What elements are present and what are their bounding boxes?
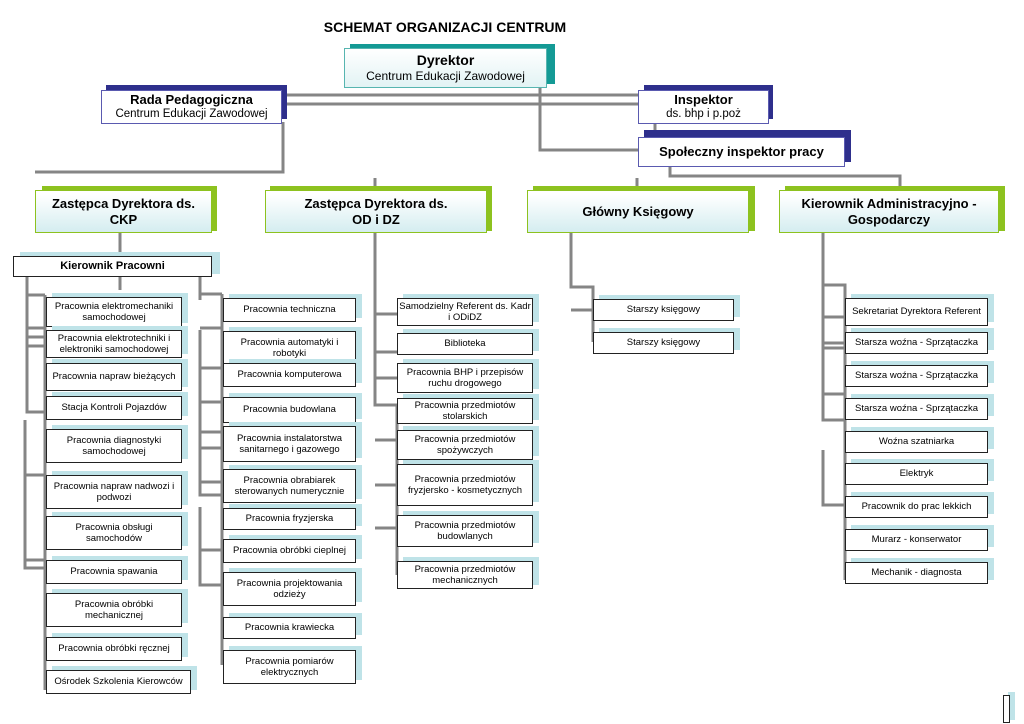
admin-col-unit-box[interactable]: Mechanik - diagnosta	[845, 562, 988, 584]
od-col-unit-box[interactable]: Pracownia przedmiotów budowlanych	[397, 515, 533, 547]
inspektor-box[interactable]: Inspektor ds. bhp i p.poż	[638, 90, 769, 124]
od-col-unit-box[interactable]: Pracownia BHP i przepisów ruchu drogoweg…	[397, 363, 533, 393]
chart-title: SCHEMAT ORGANIZACJI CENTRUM	[323, 19, 567, 35]
kierownik-admin-box[interactable]: Kierownik Administracyjno - Gospodarczy	[779, 190, 999, 233]
deputy-od-box[interactable]: Zastępca Dyrektora ds. OD i DZ	[265, 190, 487, 233]
deputy-ckp-line1: Zastępca Dyrektora ds.	[51, 195, 196, 211]
ckp-col2-unit-box[interactable]: Pracownia techniczna	[223, 298, 356, 322]
inspektor-subtitle: ds. bhp i p.poż	[666, 107, 741, 120]
admin-col-unit-box[interactable]: Pracownik do prac lekkich	[845, 496, 988, 518]
ckp-col2-unit-box[interactable]: Pracownia obrabiarek sterowanych numeryc…	[223, 469, 356, 503]
ckp-col1-unit-box[interactable]: Pracownia napraw nadwozi i podwozi	[46, 475, 182, 509]
admin-col-unit-box[interactable]: Woźna szatniarka	[845, 431, 988, 453]
ckp-col1-unit-box[interactable]: Pracownia elektromechaniki samochodowej	[46, 297, 182, 327]
ckp-col2-unit-box[interactable]: Pracownia fryzjerska	[223, 508, 356, 530]
admin-col-unit-box[interactable]: Murarz - konserwator	[845, 529, 988, 551]
ckp-col1-unit-box[interactable]: Pracownia obróbki ręcznej	[46, 637, 182, 661]
admin-line2: Gospodarczy	[847, 211, 931, 227]
ckp-col1-unit-box[interactable]: Pracownia obsługi samochodów	[46, 516, 182, 550]
director-box[interactable]: Dyrektor Centrum Edukacji Zawodowej	[344, 48, 547, 88]
ckp-col2-unit-box[interactable]: Pracownia budowlana	[223, 397, 356, 423]
admin-col-unit-box[interactable]: Starsza woźna - Sprzątaczka	[845, 332, 988, 354]
ckp-col1-unit-box[interactable]: Ośrodek Szkolenia Kierowców	[46, 670, 191, 694]
director-title: Dyrektor	[416, 52, 475, 69]
deputy-ckp-line2: CKP	[109, 211, 138, 227]
od-col-unit-box[interactable]: Samodzielny Referent ds. Kadr i ODiDZ	[397, 298, 533, 326]
kierownik-pracowni-box[interactable]: Kierownik Pracowni	[13, 256, 212, 277]
ksiegowy-line1: Główny Księgowy	[582, 203, 694, 219]
stray-box	[1003, 695, 1010, 723]
glowny-ksiegowy-box[interactable]: Główny Księgowy	[527, 190, 749, 233]
spoleczny-inspektor-box[interactable]: Społeczny inspektor pracy	[638, 137, 845, 167]
rada-title: Rada Pedagogiczna	[130, 92, 253, 108]
ckp-col1-unit-box[interactable]: Pracownia diagnostyki samochodowej	[46, 429, 182, 463]
ksiegowy-col-unit-box[interactable]: Starszy księgowy	[593, 332, 734, 354]
od-col-unit-box[interactable]: Pracownia przedmiotów fryzjersko - kosme…	[397, 464, 533, 506]
ckp-col2-unit-box[interactable]: Pracownia obróbki cieplnej	[223, 539, 356, 563]
od-col-unit-box[interactable]: Pracownia przedmiotów mechanicznych	[397, 561, 533, 589]
admin-col-unit-box[interactable]: Starsza woźna - Sprzątaczka	[845, 365, 988, 387]
admin-col-unit-box[interactable]: Elektryk	[845, 463, 988, 485]
inspektor-title: Inspektor	[674, 92, 733, 108]
deputy-ckp-box[interactable]: Zastępca Dyrektora ds. CKP	[35, 190, 212, 233]
admin-col-unit-box[interactable]: Sekretariat Dyrektora Referent	[845, 298, 988, 326]
od-col-unit-box[interactable]: Biblioteka	[397, 333, 533, 355]
ckp-col2-unit-box[interactable]: Pracownia instalatorstwa sanitarnego i g…	[223, 426, 356, 462]
ckp-col2-unit-box[interactable]: Pracownia pomiarów elektrycznych	[223, 650, 356, 684]
ckp-col1-unit-box[interactable]: Pracownia napraw bieżących	[46, 363, 182, 391]
od-col-unit-box[interactable]: Pracownia przedmiotów stolarskich	[397, 398, 533, 424]
ksiegowy-col-unit-box[interactable]: Starszy księgowy	[593, 299, 734, 321]
admin-line1: Kierownik Administracyjno -	[801, 195, 977, 211]
deputy-od-line1: Zastępca Dyrektora ds.	[304, 195, 448, 211]
stray-shadow	[1008, 692, 1015, 720]
ckp-col2-unit-box[interactable]: Pracownia projektowania odzieży	[223, 572, 356, 606]
spoleczny-title: Społeczny inspektor pracy	[659, 144, 824, 160]
ckp-col1-unit-box[interactable]: Pracownia obróbki mechanicznej	[46, 593, 182, 627]
ckp-col1-unit-box[interactable]: Pracownia spawania	[46, 560, 182, 584]
ckp-col2-unit-box[interactable]: Pracownia komputerowa	[223, 363, 356, 387]
ckp-col1-unit-box[interactable]: Pracownia elektrotechniki i elektroniki …	[46, 330, 182, 358]
rada-pedagogiczna-box[interactable]: Rada Pedagogiczna Centrum Edukacji Zawod…	[101, 90, 282, 124]
ckp-col2-unit-box[interactable]: Pracownia krawiecka	[223, 617, 356, 639]
ckp-col1-unit-box[interactable]: Stacja Kontroli Pojazdów	[46, 396, 182, 420]
deputy-od-line2: OD i DZ	[352, 211, 400, 227]
director-subtitle: Centrum Edukacji Zawodowej	[366, 69, 525, 84]
od-col-unit-box[interactable]: Pracownia przedmiotów spożywczych	[397, 430, 533, 460]
rada-subtitle: Centrum Edukacji Zawodowej	[115, 107, 268, 120]
admin-col-unit-box[interactable]: Starsza woźna - Sprzątaczka	[845, 398, 988, 420]
